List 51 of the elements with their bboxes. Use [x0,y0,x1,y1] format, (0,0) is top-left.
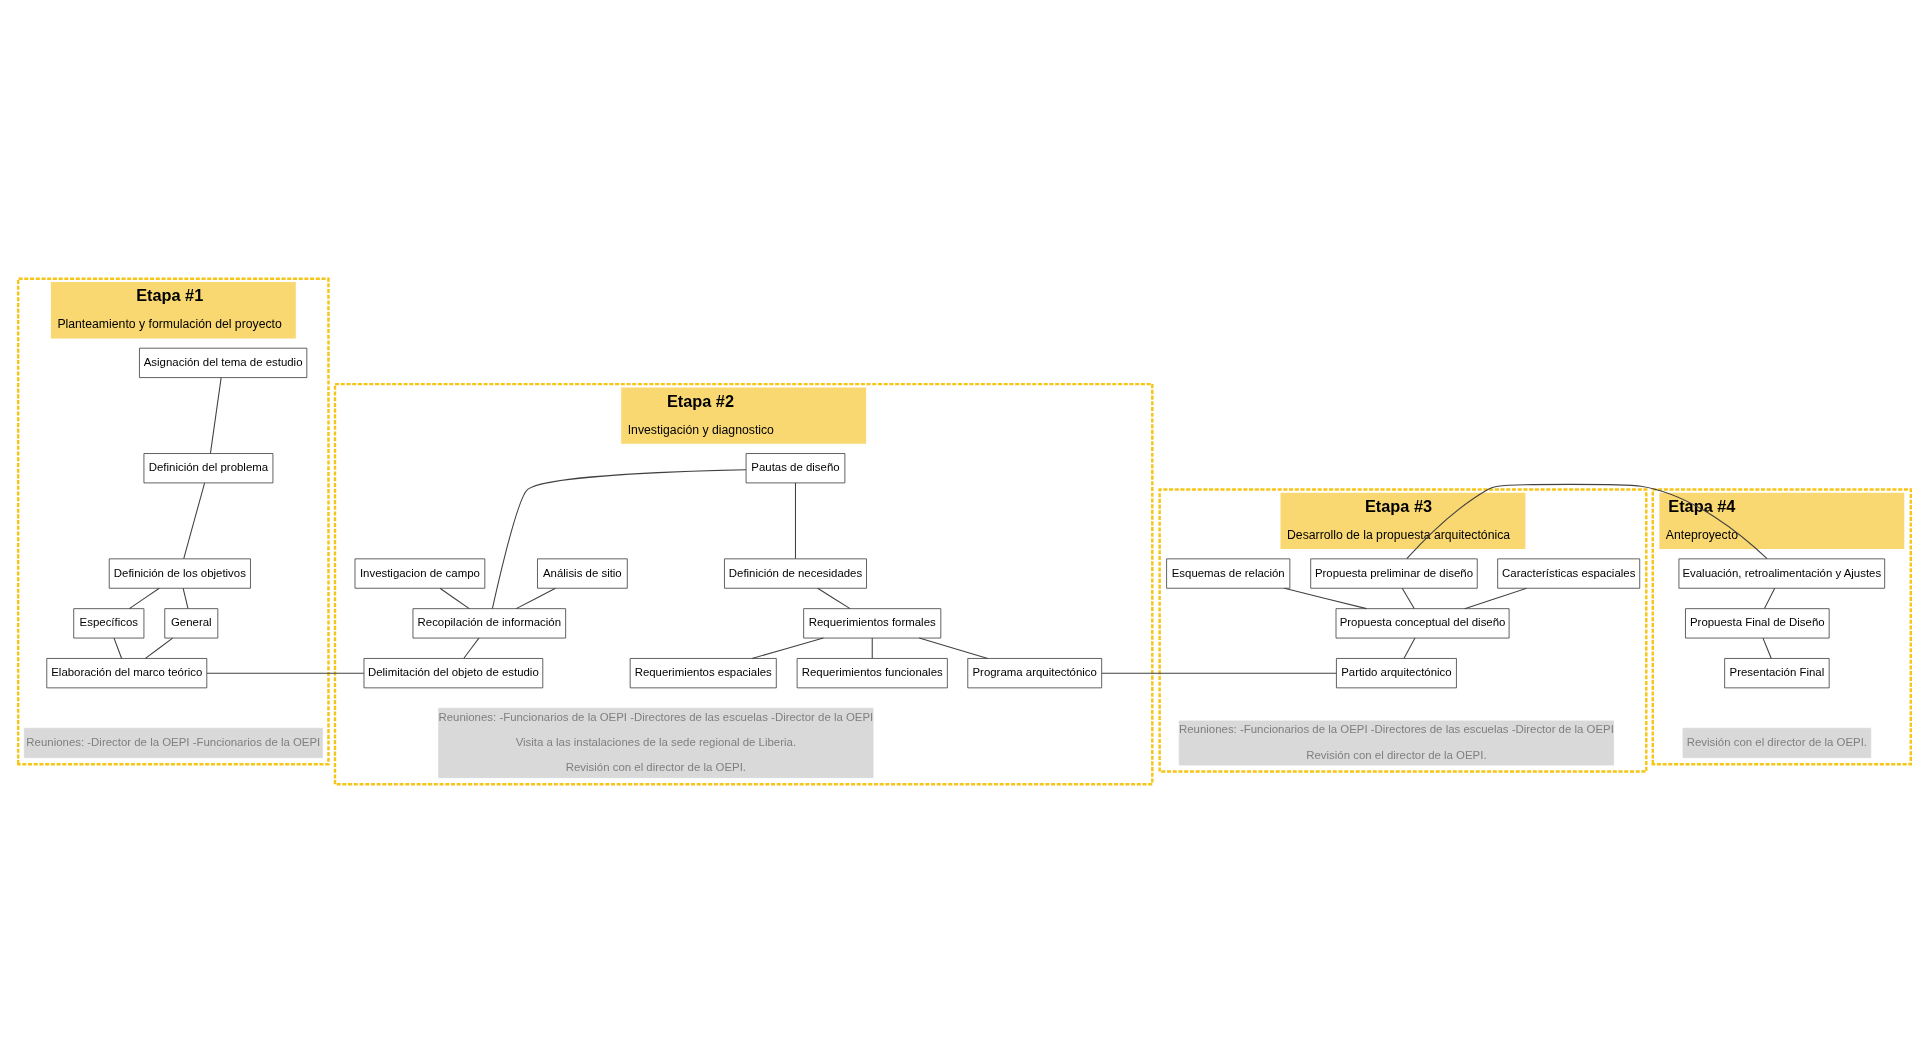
connector [1763,587,1776,609]
connector [182,587,189,609]
node-box: Propuesta preliminar de diseño [1310,558,1478,589]
node-box: Requerimientos formales [803,608,942,639]
connector [871,637,873,659]
node-box: Reuniones: -Funcionarios de la OEPI -Directores de las escuelas -Director de la OEPI Revisión con el director de la OEPI. [1178,720,1614,766]
node-box: Presentación Final [1724,658,1830,689]
connector [1101,672,1337,674]
connector [113,637,123,659]
connector [918,637,989,659]
node-box: Revisión con el director de la OEPI. [1682,727,1872,759]
node-box: Asignación del tema de estudio [139,347,308,378]
node-box: Definición de los objetivos [108,558,251,589]
node-box: Definición de necesidades [724,558,867,589]
node-box: Definición del problema [143,453,274,484]
connector [1406,483,1768,560]
node-box: Requerimientos espaciales [629,658,777,689]
node-box: Reuniones: -Funcionarios de la OEPI -Directores de las escuelas -Director de la OEPI Visita a las instalaciones de la sede regional de Liberia. Revisión con el director de la OEPI. [438,707,874,779]
connector [439,587,470,610]
connector [794,482,796,560]
connector [1283,587,1367,610]
node-box: Propuesta conceptual del diseño [1335,608,1510,639]
connector [515,587,556,610]
connector [1401,587,1415,609]
node-box: Requerimientos funcionales [796,658,948,689]
connector [183,482,206,560]
node-box: Delimitación del objeto de estudio [363,658,544,689]
connector [209,377,222,454]
node-box: Características espaciales [1497,558,1641,589]
connector [1403,637,1416,659]
connector [751,637,824,659]
node-box: Específicos [73,608,145,639]
connector [128,587,160,610]
node-box: Elaboración del marco teórico [46,658,208,689]
node-box: Programa arquitectónico [967,658,1103,689]
connector [463,637,480,659]
node-box: Pautas de diseño [745,453,846,484]
node-box: General [164,608,219,639]
node-box: Evaluación, retroalimentación y Ajustes [1678,558,1886,589]
node-box: Partido arquitectónico [1336,658,1457,689]
node-box: Análisis de sitio [537,558,628,589]
connector [817,587,851,610]
node-box: Propuesta Final de Diseño [1685,608,1830,639]
node-box: Recopilación de información [412,608,567,639]
node-box: Investigacion de campo [354,558,486,589]
node-box: Esquemas de relación [1166,558,1291,589]
connector [1762,637,1772,659]
connector [206,672,365,674]
connector [144,637,174,659]
node-box: Reuniones: -Director de la OEPI -Funcionarios de la OEPI [23,727,323,759]
connector [491,469,747,610]
